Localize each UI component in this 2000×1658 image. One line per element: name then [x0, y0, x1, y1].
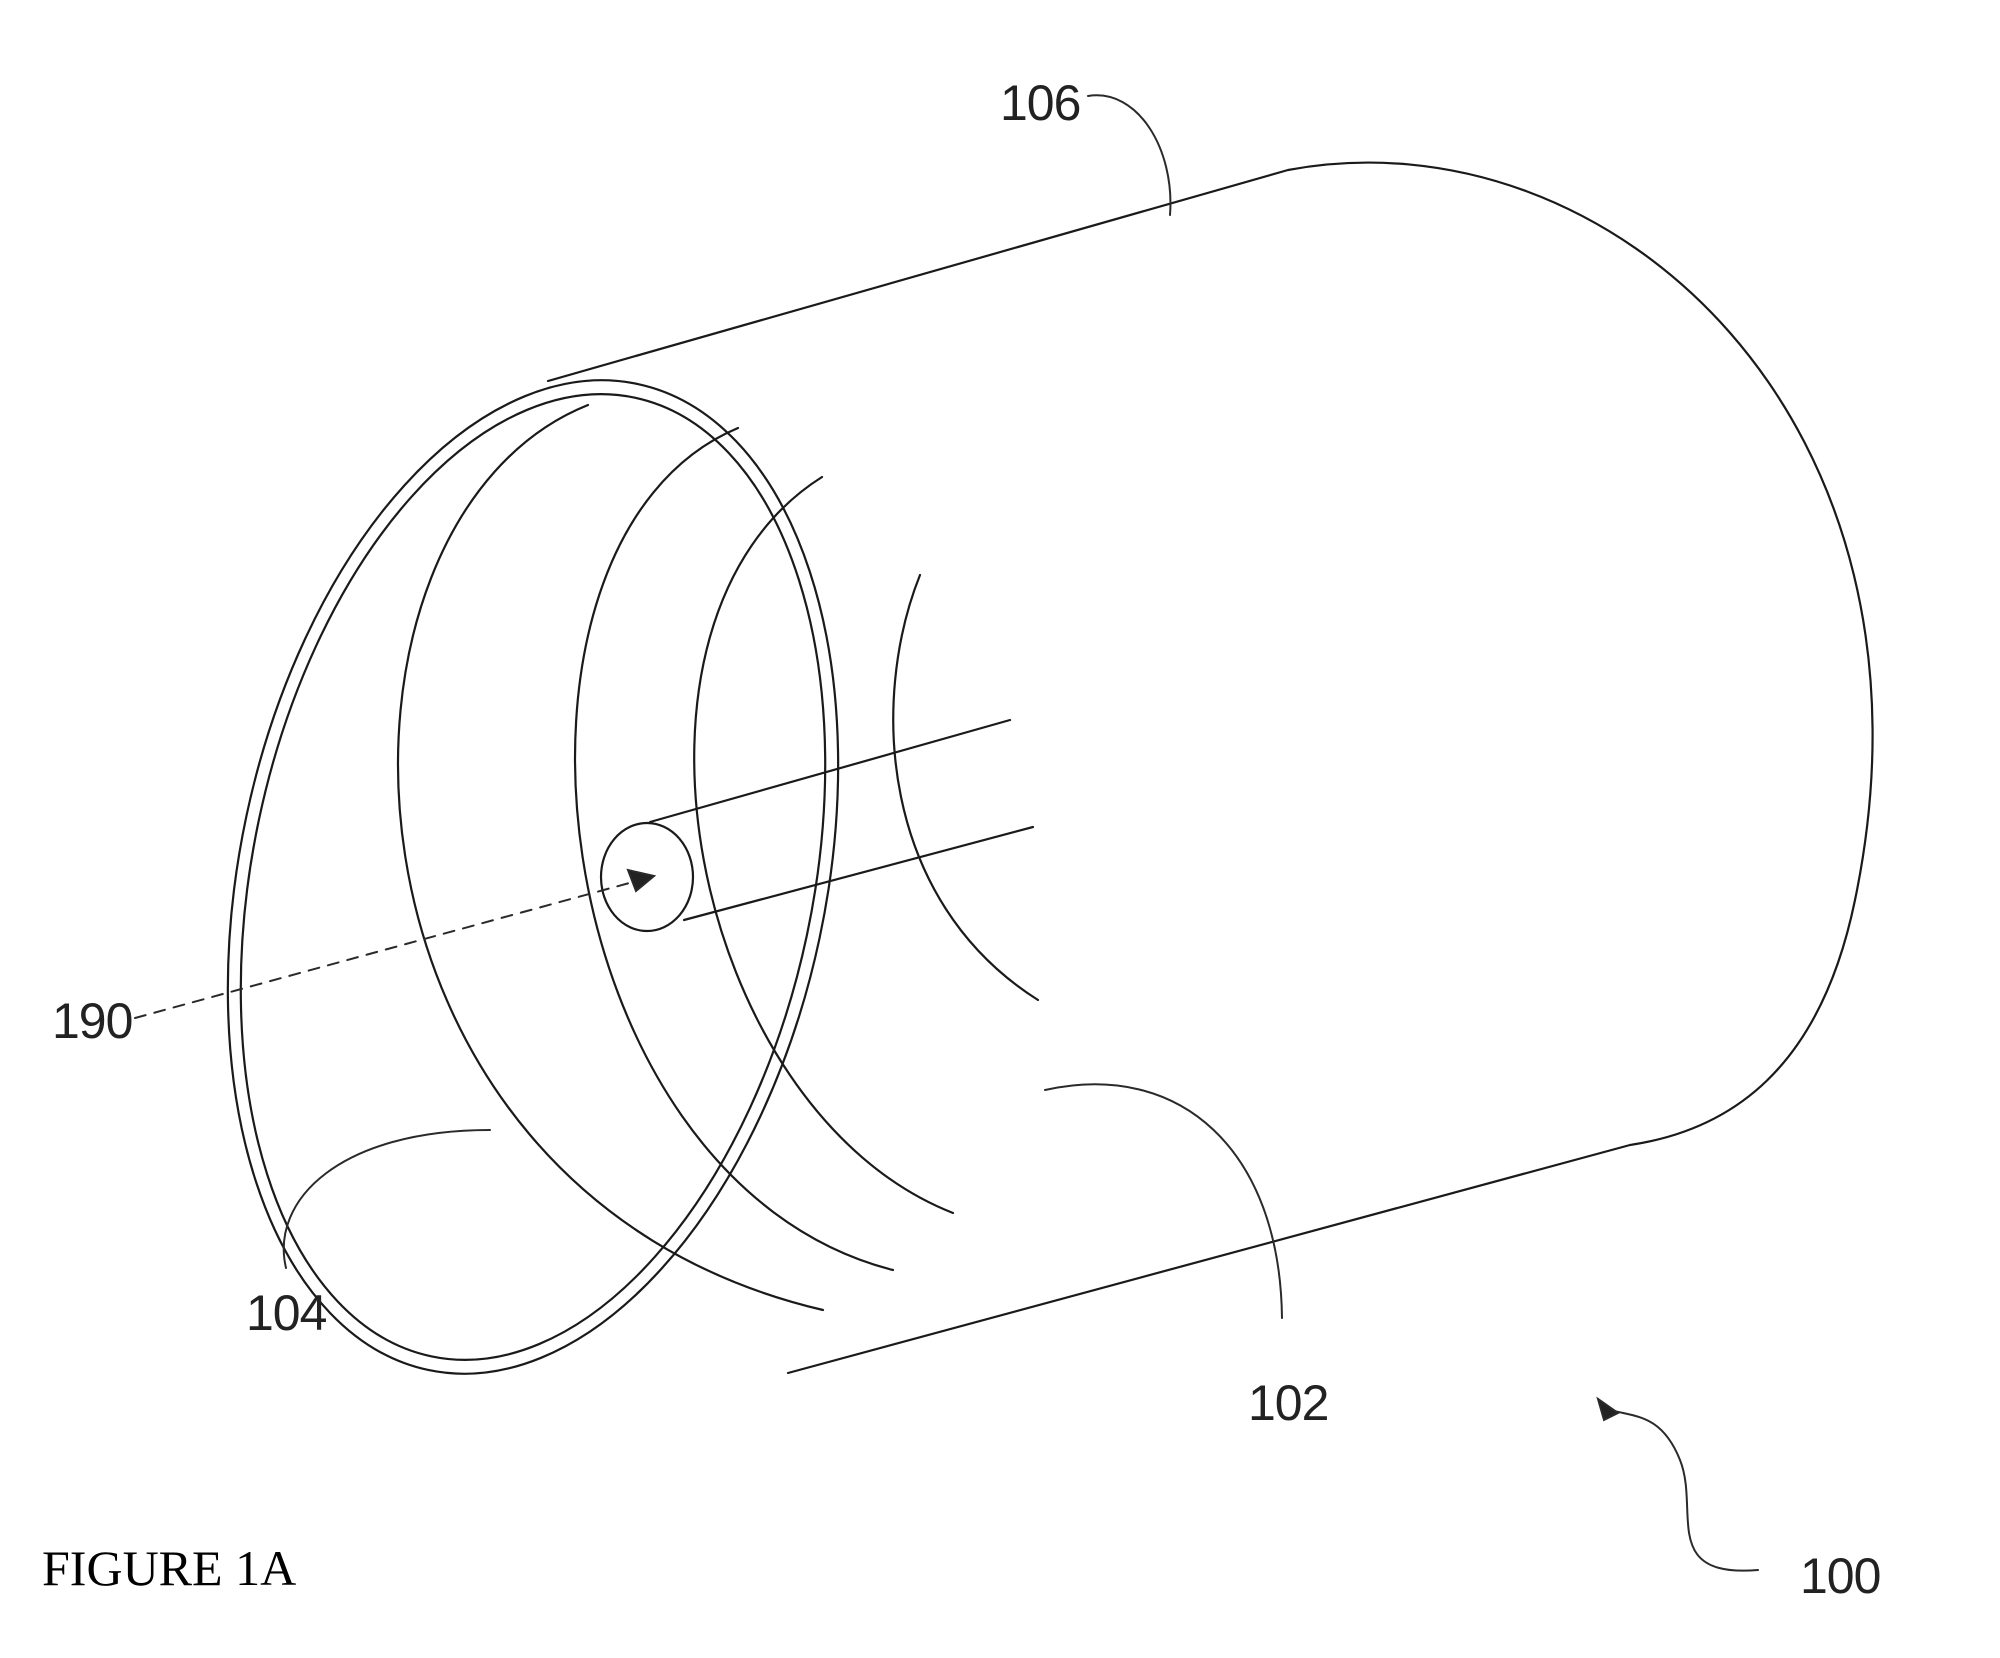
leader-100-arrowhead	[1596, 1396, 1620, 1422]
figure-caption: FIGURE 1A	[42, 1540, 296, 1596]
label-104: 104	[246, 1285, 327, 1341]
inner-band-1	[397, 403, 825, 1312]
leader-106	[1087, 94, 1172, 216]
rod-top-edge	[648, 718, 1012, 824]
label-100: 100	[1800, 1548, 1880, 1604]
axis-190-dashed-line	[134, 881, 634, 1019]
leader-104	[282, 1129, 491, 1269]
inner-band-2	[573, 426, 895, 1272]
front-rim-inner	[239, 393, 827, 1361]
leader-102	[1044, 1083, 1283, 1319]
leader-lines	[134, 94, 1759, 1572]
inner-band-4	[892, 573, 1040, 1002]
inner-band-3	[693, 475, 955, 1215]
outer-shell-outline	[546, 161, 1874, 1375]
rod-bottom-edge	[682, 825, 1035, 922]
rod-end-cap	[599, 821, 695, 933]
label-106: 106	[1000, 75, 1080, 131]
cylinder-drawing	[226, 161, 1874, 1375]
label-190: 190	[52, 993, 132, 1049]
label-102: 102	[1248, 1375, 1328, 1431]
front-rim-outer	[226, 379, 840, 1375]
axis-190-arrowhead	[626, 868, 657, 893]
leader-100	[1604, 1407, 1759, 1572]
